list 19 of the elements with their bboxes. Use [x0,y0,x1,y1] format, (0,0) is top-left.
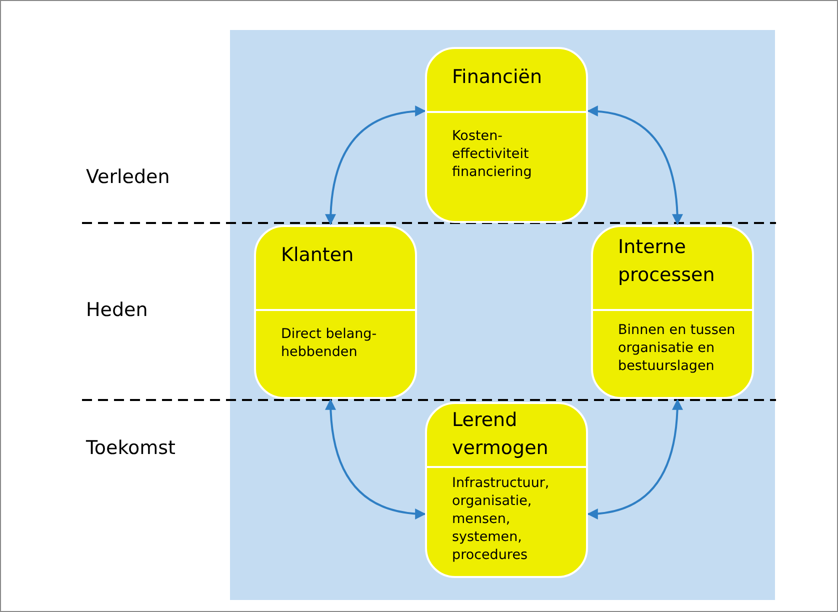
period-label: Verleden [86,166,170,188]
card-title: Klanten [281,243,355,268]
card-description: Infrastructuur, organisatie, mensen, systemen, procedures [452,474,550,564]
double-arrow [325,106,426,226]
card-description: Kosten- effectiviteit financiering [452,127,533,181]
card-title: Financiën [452,65,544,90]
card-title: Lerend vermogen [452,408,550,461]
period-label: Toekomst [86,437,176,459]
double-arrow [586,106,683,226]
rounded-card [254,225,417,399]
rounded-card [425,402,588,578]
card-title: Interne processen [618,235,716,288]
rounded-card [425,47,588,223]
double-arrow [586,398,683,519]
double-arrow [325,398,426,519]
period-label: Heden [86,299,148,321]
rounded-card [591,225,754,399]
card-description: Binnen en tussen organisatie en bestuurslagen [618,321,736,375]
card-description: Direct belang- hebbenden [281,325,378,361]
